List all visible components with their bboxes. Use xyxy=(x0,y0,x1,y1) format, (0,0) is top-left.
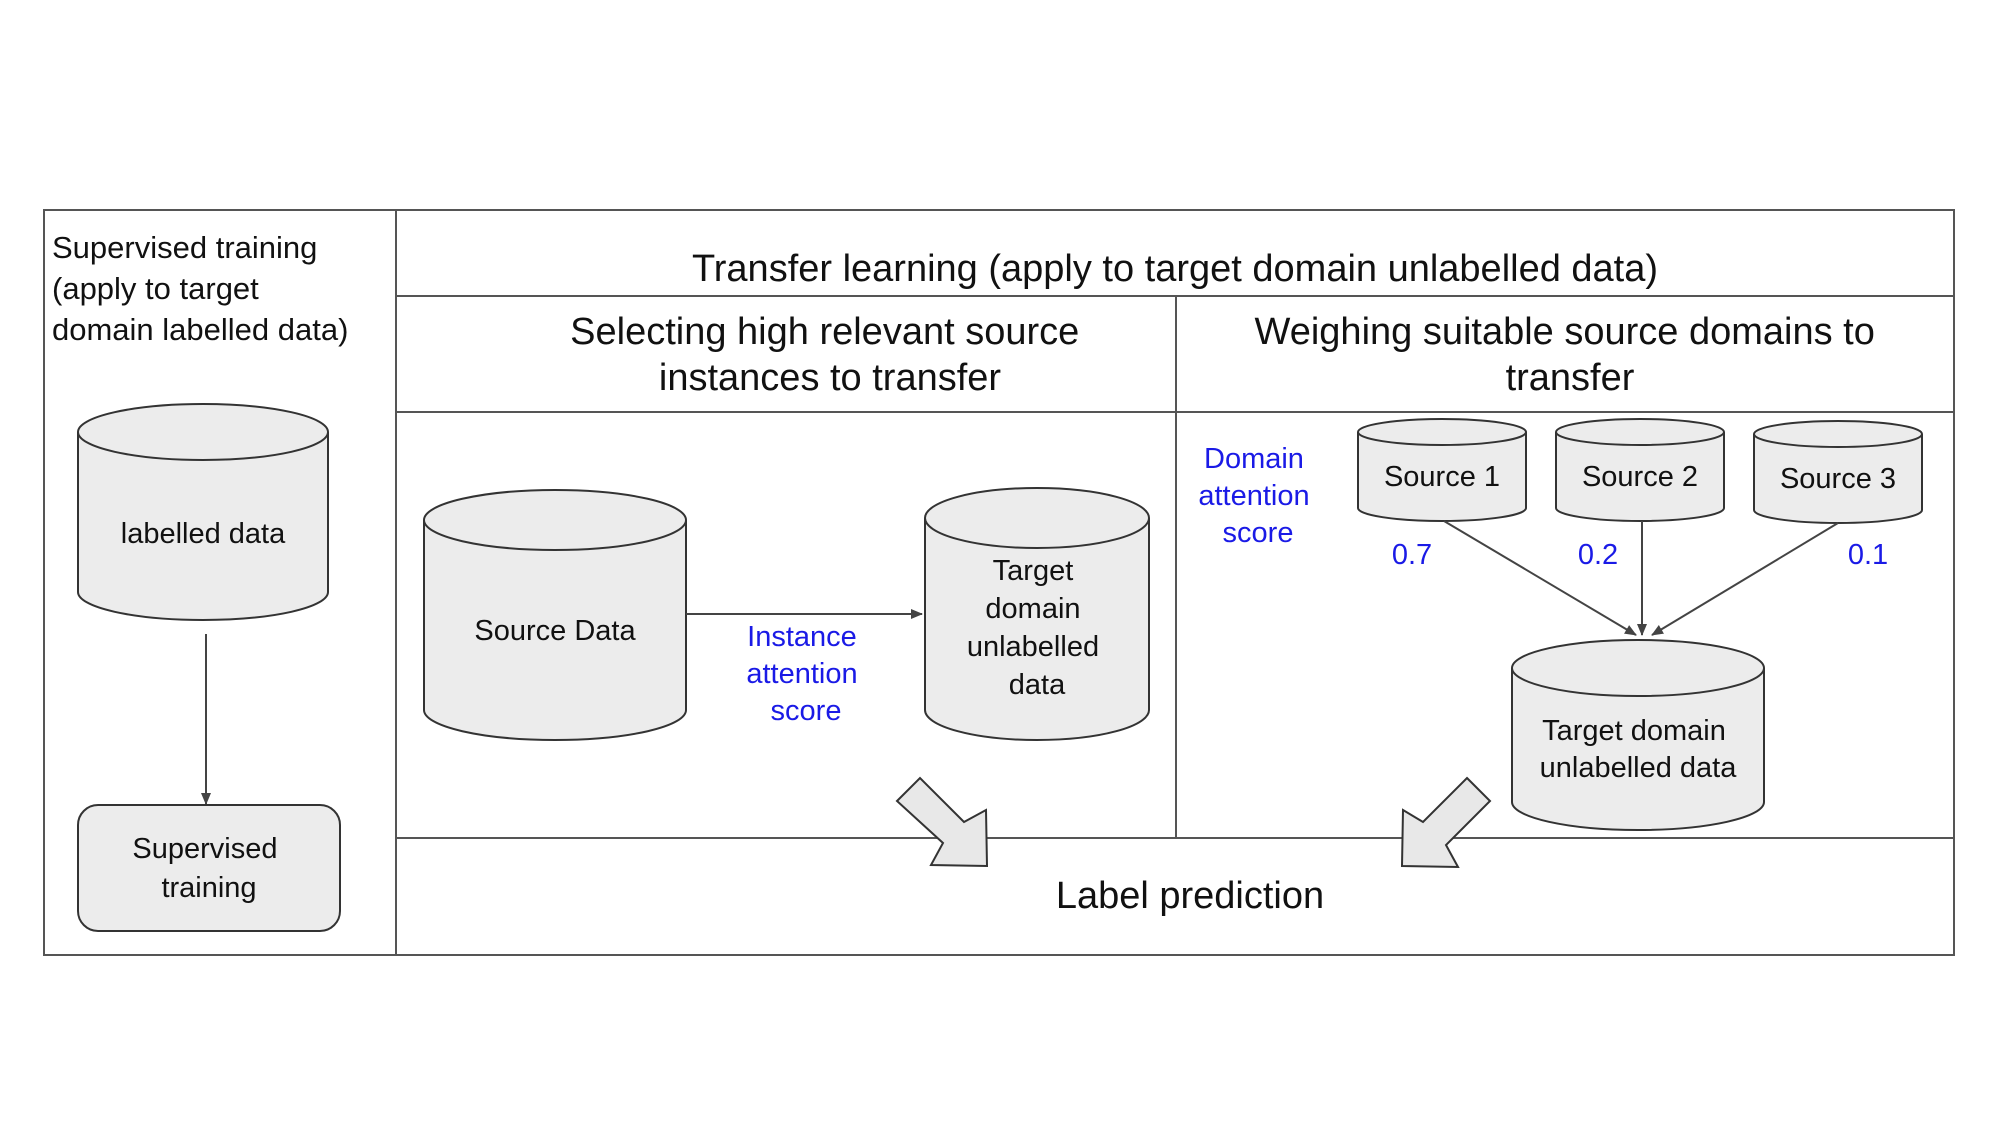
instance-selection-section: Selecting high relevant source instances… xyxy=(423,311,1150,741)
source-1-weight: 0.7 xyxy=(1392,539,1432,571)
source-1-database: Source 1 xyxy=(1357,418,1527,522)
source-1-label: Source 1 xyxy=(1384,461,1500,493)
instance-section-title: Selecting high relevant source instances… xyxy=(570,311,1090,399)
source-1-arrow xyxy=(1443,520,1637,636)
label-prediction-title: Label prediction xyxy=(1056,875,1324,917)
supervised-panel-title: Supervised training (apply to target dom… xyxy=(52,230,348,347)
domain-section-title: Weighing suitable source domains to tran… xyxy=(1255,311,1886,399)
target-domain-instance-label: Target domain unlabelled data xyxy=(967,555,1107,701)
source-2-database: Source 2 xyxy=(1555,418,1725,522)
source-3-arrow xyxy=(1651,522,1839,636)
source-3-weight: 0.1 xyxy=(1848,539,1888,571)
supervised-training-panel: Supervised training (apply to target dom… xyxy=(52,230,348,932)
source-3-label: Source 3 xyxy=(1780,463,1896,495)
target-domain-domain-label: Target domain unlabelled data xyxy=(1540,715,1738,784)
domain-to-prediction-arrow xyxy=(1400,776,1492,869)
target-domain-database-domain: Target domain unlabelled data xyxy=(1511,639,1765,831)
source-2-label: Source 2 xyxy=(1582,461,1698,493)
domain-weighing-section: Weighing suitable source domains to tran… xyxy=(1198,311,1923,831)
supervised-training-box: Supervised training xyxy=(77,804,341,932)
target-domain-database-instance: Target domain unlabelled data xyxy=(924,487,1150,741)
supervised-training-box-label: Supervised training xyxy=(132,833,285,904)
instance-attention-score: Instance attention score xyxy=(746,621,865,727)
frame-lines xyxy=(43,209,1955,956)
domain-attention-score: Domain attention score xyxy=(1198,443,1317,549)
source-data-database: Source Data xyxy=(423,489,687,741)
source-2-weight: 0.2 xyxy=(1578,539,1618,571)
labelled-data-database: labelled data xyxy=(77,403,329,621)
source-data-label: Source Data xyxy=(474,615,636,647)
source-3-database: Source 3 xyxy=(1753,420,1923,524)
instance-to-prediction-arrow xyxy=(895,776,989,868)
transfer-learning-header: Transfer learning (apply to target domai… xyxy=(692,248,1658,290)
labelled-data-label: labelled data xyxy=(121,518,286,550)
